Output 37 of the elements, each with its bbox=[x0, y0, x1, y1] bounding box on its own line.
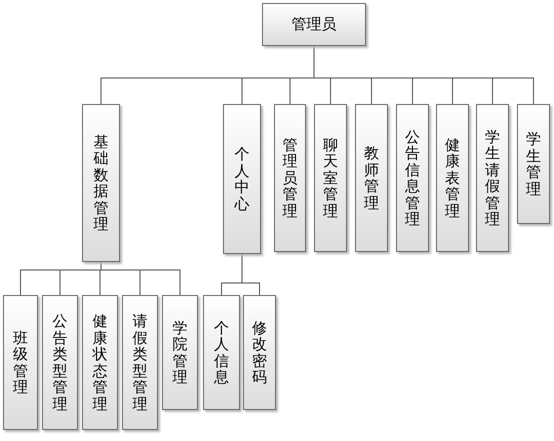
connector-line bbox=[314, 46, 534, 104]
module-label: 公告类型管理 bbox=[52, 313, 68, 412]
module-box bbox=[314, 104, 347, 252]
module-label: 管理员 bbox=[292, 15, 336, 34]
module-label: 个人信息 bbox=[214, 320, 229, 386]
module-box bbox=[262, 3, 366, 46]
module-label: 管理员管理 bbox=[282, 136, 298, 220]
module-label: 学院管理 bbox=[172, 320, 188, 386]
connector-line bbox=[242, 254, 260, 296]
module-box bbox=[355, 104, 388, 252]
module-label: 教师管理 bbox=[364, 145, 379, 211]
module-label: 学生管理 bbox=[526, 131, 541, 197]
module-label: 聊天室管理 bbox=[323, 136, 338, 220]
module-box bbox=[517, 104, 550, 224]
module-box bbox=[82, 104, 120, 262]
module-label: 基础数据管理 bbox=[94, 134, 108, 232]
module-box bbox=[243, 295, 276, 410]
module-label: 个人中心 bbox=[234, 146, 250, 212]
module-label: 请假类型管理 bbox=[132, 313, 148, 412]
module-box bbox=[3, 295, 38, 430]
module-box bbox=[162, 295, 198, 410]
module-box bbox=[476, 104, 509, 252]
module-box bbox=[436, 104, 469, 252]
module-box bbox=[274, 104, 306, 252]
module-label: 公告信息管理 bbox=[405, 128, 420, 228]
module-box bbox=[203, 295, 240, 410]
connector-line bbox=[100, 262, 180, 296]
module-box bbox=[82, 295, 118, 430]
module-box bbox=[42, 295, 78, 430]
module-box bbox=[223, 104, 261, 254]
module-label: 学生请假管理 bbox=[485, 128, 500, 228]
module-box bbox=[396, 104, 429, 252]
module-label: 班级管理 bbox=[13, 330, 28, 396]
module-label: 健康表管理 bbox=[445, 136, 460, 220]
module-label: 修改密码 bbox=[252, 320, 267, 386]
module-label: 健康状态管理 bbox=[92, 313, 108, 412]
module-box bbox=[122, 295, 158, 430]
